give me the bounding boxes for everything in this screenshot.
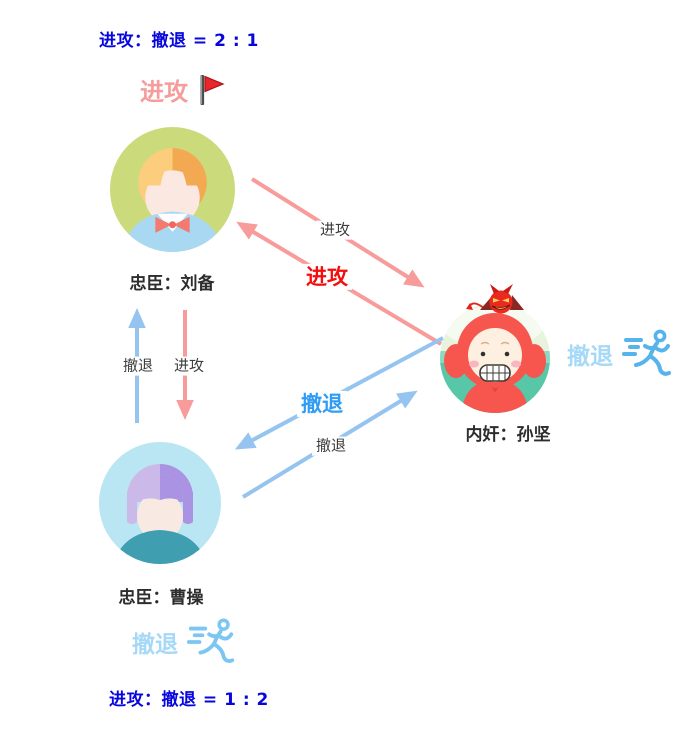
liubei-label: 忠臣：刘备 (129, 274, 215, 294)
devil-icon (466, 284, 524, 314)
red-flag-icon (200, 74, 225, 105)
retreat-bottom: 撤退 (132, 616, 239, 668)
edge-label-liubei-attack-caocao: 进攻 (169, 356, 209, 376)
caocao-avatar (99, 442, 221, 564)
retreat-bottom-label: 撤退 (132, 632, 178, 658)
bottom-ratio-text: 进攻：撤退 = 1 : 2 (109, 690, 269, 710)
edge-label-caocao-retreat-sunjian: 撤退 (311, 436, 351, 456)
edge-label-liubei-attack-sunjian: 进攻 (315, 220, 355, 240)
liubei-avatar (110, 127, 235, 252)
edge-label-caocao-retreat-liubei: 撤退 (118, 356, 158, 376)
edge-label-sunjian-retreat-caocao: 撤退 (297, 390, 347, 418)
top-ratio-text: 进攻：撤退 = 2 : 1 (99, 31, 259, 51)
runner-icon (622, 329, 671, 376)
retreat-right: 撤退 (567, 327, 676, 381)
runner-icon (186, 618, 235, 663)
attack-title-label: 进攻 (140, 78, 188, 106)
attack-title: 进攻 (140, 72, 227, 107)
caocao-label: 忠臣：曹操 (118, 588, 204, 608)
sunjian-label: 内奸：孙坚 (465, 425, 551, 445)
edge-label-sunjian-attack-liubei: 进攻 (302, 263, 352, 291)
sunjian-avatar (440, 284, 550, 413)
arrow-sunjian-to-caocao (234, 336, 444, 450)
retreat-right-label: 撤退 (567, 344, 613, 370)
